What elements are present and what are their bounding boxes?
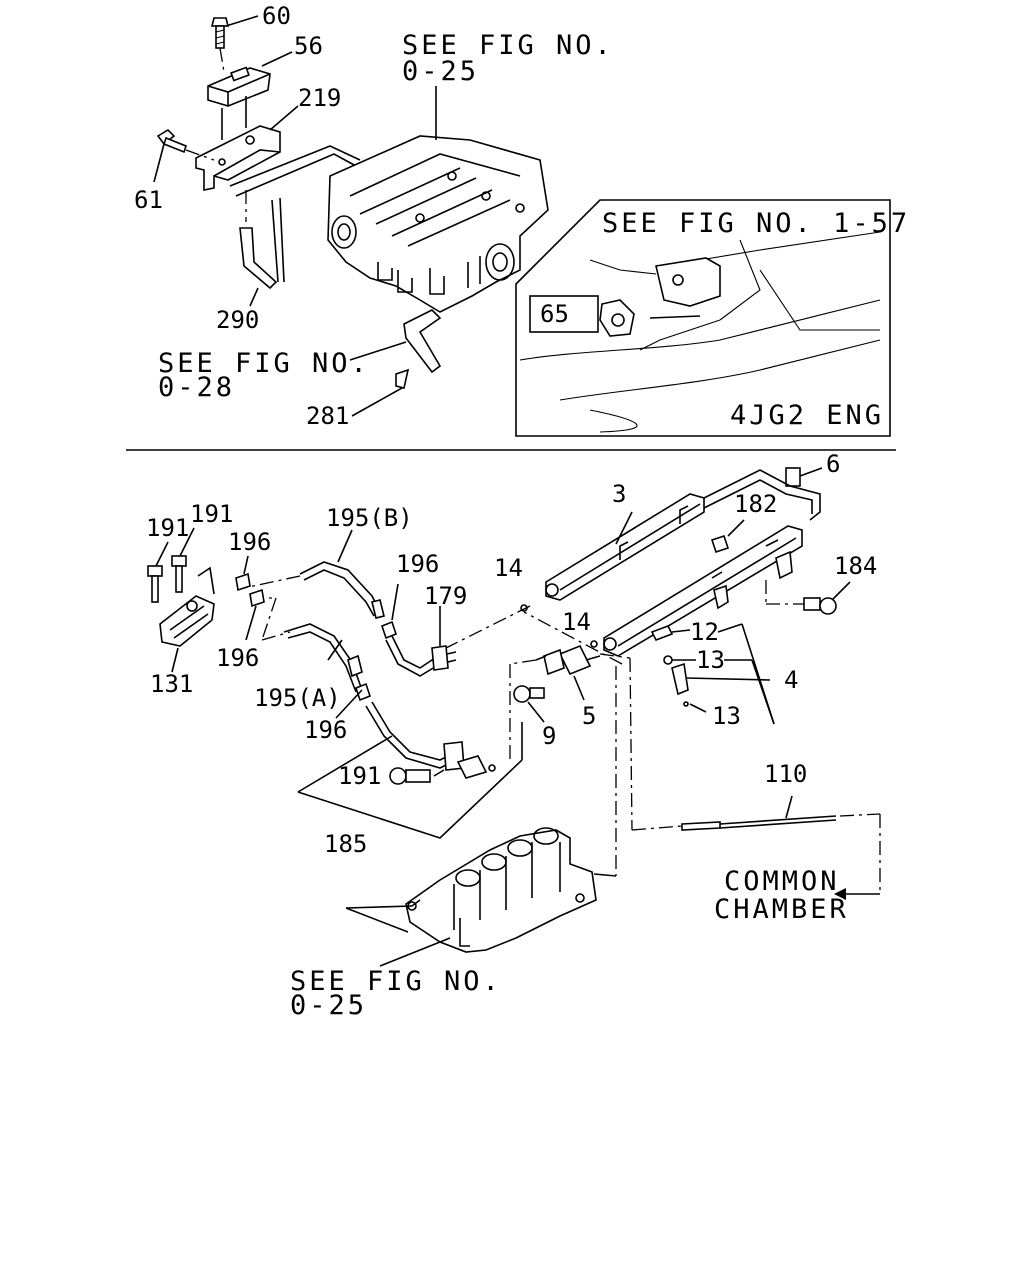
- bolt-191-lower: [389, 755, 496, 785]
- bracket-131: [159, 566, 215, 673]
- inset-see-fig: SEE FIG NO. 1-57: [602, 208, 910, 239]
- callout-290: 290: [216, 306, 259, 334]
- hose-281-line: [349, 309, 442, 417]
- bolt-184: [765, 580, 851, 615]
- top-section: 60 56 219 61 290 281 SEE FIG NO. 0-25 SE…: [134, 2, 910, 437]
- callout-179: 179: [424, 582, 467, 610]
- leader-185: [297, 722, 523, 839]
- pipe-195b: [299, 529, 457, 677]
- callout-14-b: 14: [562, 608, 591, 636]
- callout-185: 185: [324, 830, 367, 858]
- nut-182: [710, 519, 745, 554]
- callout-131: 131: [150, 670, 193, 698]
- o-ring-14-b: [590, 640, 598, 648]
- callout-12: 12: [690, 618, 719, 646]
- hose-290: [239, 190, 278, 307]
- callout-196-c: 196: [216, 644, 259, 672]
- see-fig-025-top-line2: 0-25: [402, 56, 479, 87]
- callout-9: 9: [542, 722, 556, 750]
- callout-60: 60: [262, 2, 291, 30]
- callout-3: 3: [612, 480, 626, 508]
- fuel-rail-lower: [603, 525, 803, 657]
- callout-195a: 195(A): [254, 684, 341, 712]
- pressure-regulator-5: [535, 644, 601, 701]
- cap-6: [785, 467, 823, 487]
- callout-65: 65: [540, 300, 569, 328]
- callout-184: 184: [834, 552, 877, 580]
- callout-196-b: 196: [396, 550, 439, 578]
- fuel-rail-3: [545, 469, 821, 601]
- rod-110: [631, 795, 881, 900]
- common-chamber-line1: COMMON: [724, 866, 840, 897]
- callout-6: 6: [826, 450, 840, 478]
- callout-61: 61: [134, 186, 163, 214]
- bolt-61: [153, 128, 215, 183]
- callout-4: 4: [784, 666, 798, 694]
- bolt-9: [513, 685, 545, 723]
- vacuum-pipe-top: [229, 145, 361, 283]
- callout-110: 110: [764, 760, 807, 788]
- callout-182: 182: [734, 490, 777, 518]
- see-fig-025-top-line1: SEE FIG NO.: [402, 30, 614, 61]
- bolts-191-left: [147, 527, 195, 603]
- intake-manifold-top: [327, 135, 549, 313]
- callout-281: 281: [306, 402, 349, 430]
- sensor-56: [207, 51, 293, 107]
- inset-engine-label: 4JG2 ENG: [730, 400, 884, 431]
- bolt-60: [210, 15, 259, 73]
- callout-14-a: 14: [494, 554, 523, 582]
- see-fig-028-line2: 0-28: [158, 372, 235, 403]
- callout-5: 5: [582, 702, 596, 730]
- clamps-196: [235, 555, 363, 719]
- callout-13-b: 13: [712, 702, 741, 730]
- callout-56: 56: [294, 32, 323, 60]
- see-fig-025-bottom-line1: SEE FIG NO.: [290, 966, 502, 997]
- see-fig-028-line1: SEE FIG NO.: [158, 348, 370, 379]
- callout-191-c: 191: [338, 762, 381, 790]
- callout-196-d: 196: [304, 716, 347, 744]
- callout-191-b: 191: [190, 500, 233, 528]
- bottom-section: 6 3 182 191 191 196 195(B) 196 179 14 14…: [146, 450, 881, 1021]
- injector-group-4: [650, 623, 775, 725]
- callout-196-a: 196: [228, 528, 271, 556]
- bracket-219: [195, 96, 299, 191]
- callout-195b: 195(B): [326, 504, 413, 532]
- see-fig-025-bottom-line2: 0-25: [290, 990, 367, 1021]
- dashed-routing: [445, 605, 633, 876]
- callout-219: 219: [298, 84, 341, 112]
- callout-191-a: 191: [146, 514, 189, 542]
- callout-13-a: 13: [696, 646, 725, 674]
- inset-4jg2-engine: SEE FIG NO. 1-57 65 4JG2 ENG: [515, 199, 910, 437]
- intake-manifold-lower: [345, 827, 617, 967]
- common-chamber-line2: CHAMBER: [714, 894, 849, 925]
